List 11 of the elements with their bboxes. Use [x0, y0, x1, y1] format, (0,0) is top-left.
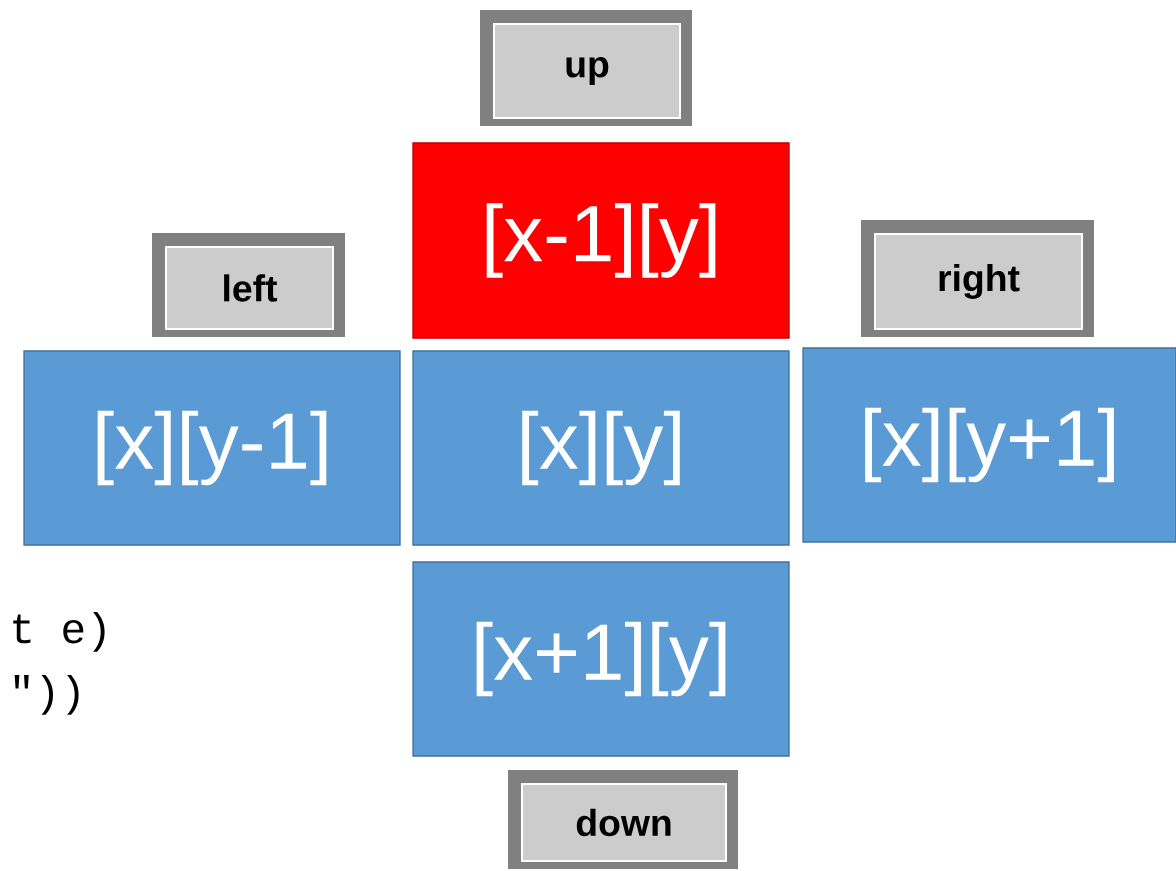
button: up	[480, 10, 692, 126]
code-text: t e)	[13, 612, 105, 652]
grid-cell: [x][y-1]	[23, 350, 401, 546]
code-text: "))	[14, 675, 79, 715]
button: left	[152, 233, 345, 337]
grid-cell: [x+1][y]	[412, 561, 790, 757]
button: right	[861, 220, 1094, 337]
grid-cell: [x][y]	[412, 350, 790, 546]
grid-cell: [x-1][y]	[412, 142, 790, 339]
grid-cell: [x][y+1]	[802, 347, 1176, 543]
button: down	[508, 770, 738, 869]
